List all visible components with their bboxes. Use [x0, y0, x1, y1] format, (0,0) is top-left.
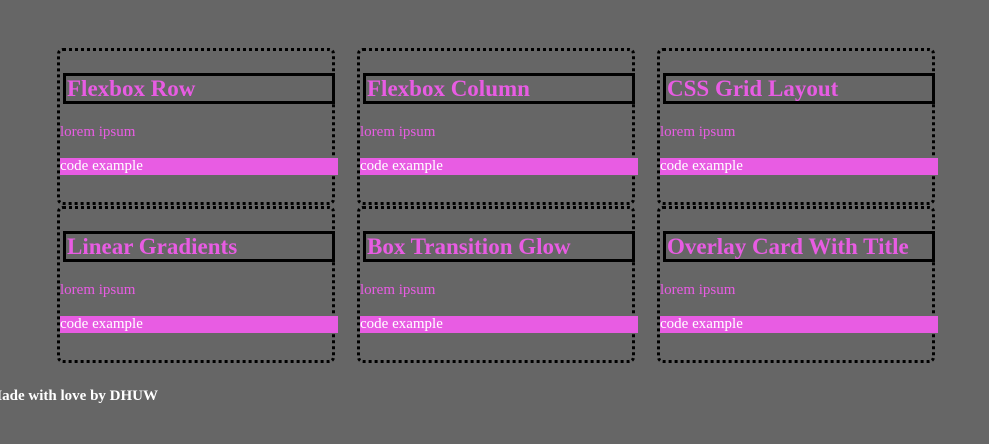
card-overlay-card-with-title[interactable]: Overlay Card With Title lorem ipsum code… — [657, 206, 938, 363]
card-linear-gradients[interactable]: Linear Gradients lorem ipsum code exampl… — [57, 206, 338, 363]
card-flexbox-column[interactable]: Flexbox Column lorem ipsum code example — [357, 48, 638, 205]
card-description: lorem ipsum — [660, 282, 736, 298]
card-description: lorem ipsum — [660, 124, 736, 140]
card-grid: Flexbox Row lorem ipsum code example Fle… — [57, 48, 941, 365]
code-example-link[interactable]: code example — [660, 316, 938, 333]
card-flexbox-row[interactable]: Flexbox Row lorem ipsum code example — [57, 48, 338, 205]
card-title: CSS Grid Layout — [663, 73, 935, 104]
code-example-link[interactable]: code example — [360, 316, 638, 333]
card-box-transition-glow[interactable]: Box Transition Glow lorem ipsum code exa… — [357, 206, 638, 363]
card-description: lorem ipsum — [60, 282, 136, 298]
card-css-grid-layout[interactable]: CSS Grid Layout lorem ipsum code example — [657, 48, 938, 205]
card-title: Linear Gradients — [63, 231, 335, 262]
code-example-link[interactable]: code example — [360, 158, 638, 175]
code-example-link[interactable]: code example — [60, 316, 338, 333]
footer-credit: Made with love by DHUW — [0, 388, 158, 404]
card-title: Flexbox Row — [63, 73, 335, 104]
card-description: lorem ipsum — [360, 124, 436, 140]
card-title: Flexbox Column — [363, 73, 635, 104]
card-description: lorem ipsum — [60, 124, 136, 140]
card-title: Box Transition Glow — [363, 231, 635, 262]
card-title: Overlay Card With Title — [663, 231, 935, 262]
card-description: lorem ipsum — [360, 282, 436, 298]
code-example-link[interactable]: code example — [60, 158, 338, 175]
code-example-link[interactable]: code example — [660, 158, 938, 175]
